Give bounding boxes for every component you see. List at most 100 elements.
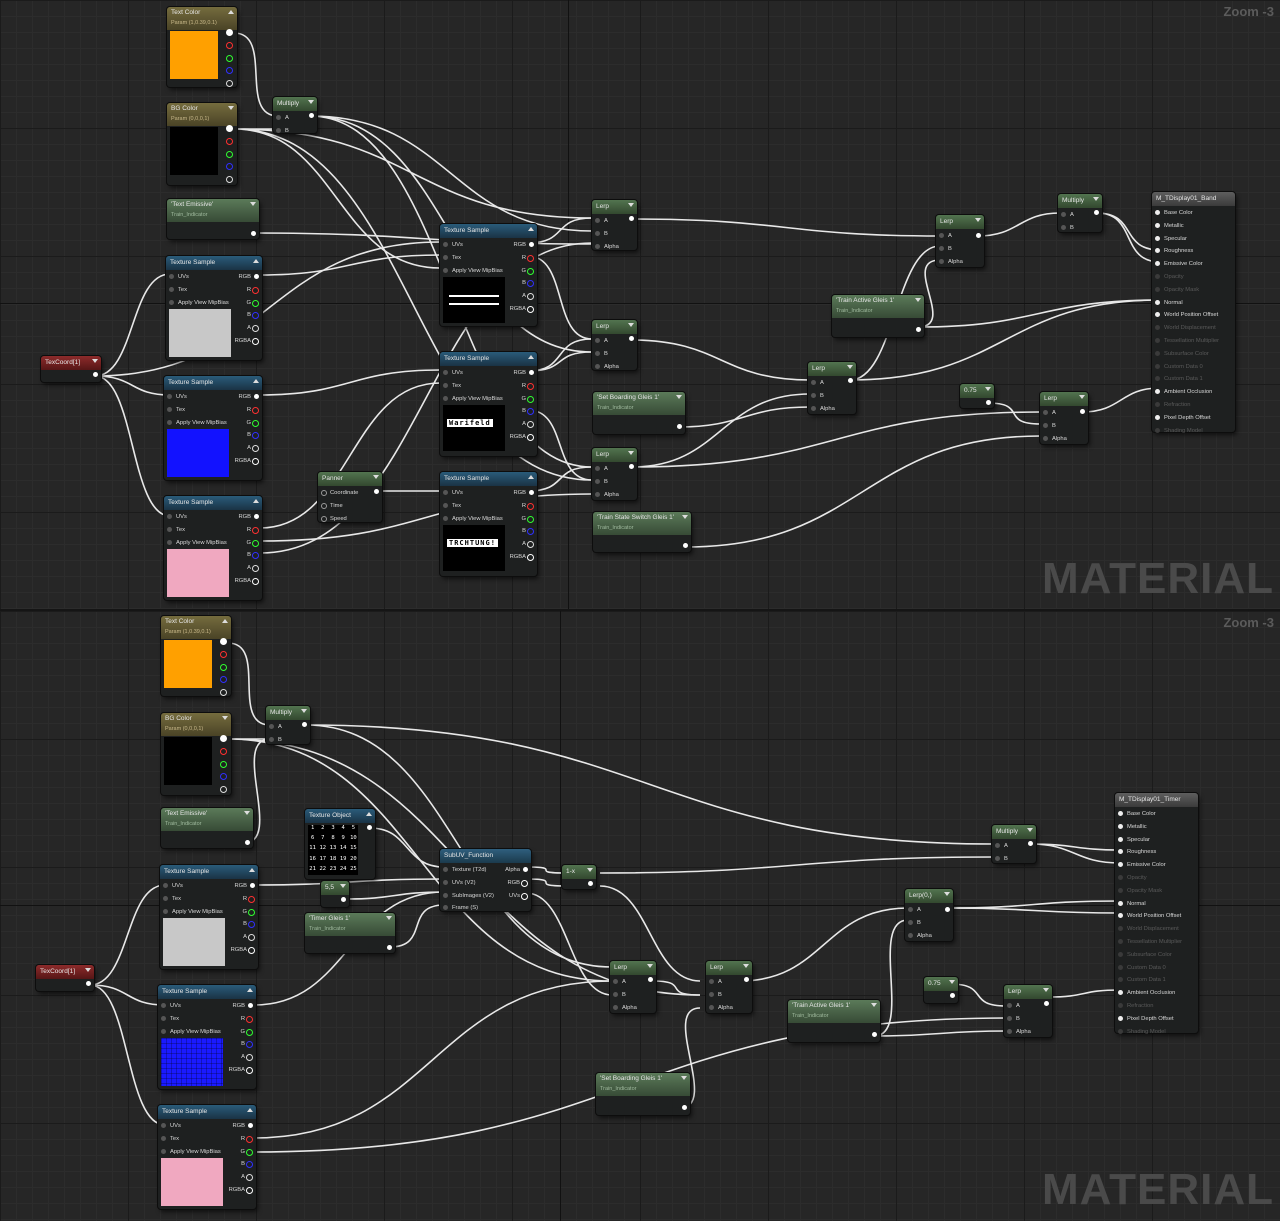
- node-header[interactable]: Lerp: [808, 362, 856, 376]
- output-pin[interactable]: [220, 650, 227, 658]
- input-pin[interactable]: [167, 526, 172, 532]
- output-pin[interactable]: [226, 163, 233, 171]
- node-train-active[interactable]: 'Train Active Gleis 1'Train_Indicator(fl…: [788, 1000, 880, 1042]
- input-pin[interactable]: [1118, 887, 1123, 893]
- output-pin[interactable]: [629, 464, 634, 469]
- output-pin[interactable]: [254, 514, 259, 519]
- node-header[interactable]: Texture Sample: [164, 376, 262, 390]
- input-pin[interactable]: [269, 724, 274, 729]
- input-pin[interactable]: [908, 932, 913, 938]
- input-pin[interactable]: [613, 979, 618, 984]
- node-timer[interactable]: 'Timer Gleis 1'Train_Indicator(float1) C…: [305, 913, 395, 953]
- input-pin[interactable]: [595, 466, 600, 471]
- output-pin[interactable]: [252, 578, 259, 585]
- input-pin[interactable]: [169, 274, 174, 279]
- input-pin[interactable]: [595, 491, 600, 497]
- input-pin[interactable]: [995, 843, 1000, 848]
- input-pin[interactable]: [1155, 312, 1160, 318]
- input-pin[interactable]: [161, 1003, 166, 1008]
- input-pin[interactable]: [1155, 235, 1160, 241]
- output-pin[interactable]: [648, 977, 653, 982]
- output-pin[interactable]: [220, 735, 227, 742]
- input-pin[interactable]: [443, 502, 448, 508]
- input-pin[interactable]: [1155, 222, 1160, 228]
- node-header[interactable]: Lerp: [1040, 392, 1088, 406]
- input-pin[interactable]: [167, 419, 172, 425]
- collapse-arrow-icon[interactable]: [247, 1108, 253, 1112]
- input-pin[interactable]: [1155, 325, 1160, 331]
- node-header[interactable]: TexCoord[1]: [36, 965, 94, 979]
- collapse-arrow-icon[interactable]: [222, 716, 228, 720]
- output-pin[interactable]: [374, 489, 379, 494]
- input-pin[interactable]: [1118, 823, 1123, 829]
- input-pin[interactable]: [595, 218, 600, 223]
- output-pin[interactable]: [248, 921, 255, 929]
- output-pin[interactable]: [248, 908, 255, 916]
- collapse-arrow-icon[interactable]: [228, 10, 234, 14]
- collapse-arrow-icon[interactable]: [944, 892, 950, 896]
- collapse-arrow-icon[interactable]: [92, 359, 98, 363]
- output-pin[interactable]: [252, 312, 259, 320]
- output-pin[interactable]: [527, 554, 534, 561]
- input-pin[interactable]: [1155, 248, 1160, 254]
- input-pin[interactable]: [169, 299, 174, 305]
- input-pin[interactable]: [1118, 875, 1123, 880]
- collapse-arrow-icon[interactable]: [628, 203, 634, 207]
- output-pin[interactable]: [523, 867, 528, 872]
- input-pin[interactable]: [163, 883, 168, 888]
- output-pin[interactable]: [226, 137, 233, 145]
- output-pin[interactable]: [1044, 1001, 1049, 1006]
- collapse-arrow-icon[interactable]: [647, 964, 653, 968]
- output-pin[interactable]: [220, 638, 227, 645]
- input-pin[interactable]: [1118, 913, 1123, 919]
- input-pin[interactable]: [1155, 389, 1160, 395]
- input-pin[interactable]: [169, 286, 174, 292]
- collapse-arrow-icon[interactable]: [373, 475, 379, 479]
- output-pin[interactable]: [220, 663, 227, 671]
- collapse-arrow-icon[interactable]: [340, 884, 346, 888]
- output-pin[interactable]: [251, 231, 256, 236]
- output-pin[interactable]: [945, 907, 950, 912]
- node-header[interactable]: 'Train State Switch Gleis 1'Train_Indica…: [593, 512, 691, 535]
- input-pin[interactable]: [443, 267, 448, 273]
- output-pin[interactable]: [93, 372, 98, 377]
- input-pin[interactable]: [908, 907, 913, 912]
- input-pin[interactable]: [1155, 427, 1160, 433]
- output-pin[interactable]: [950, 993, 955, 998]
- output-pin[interactable]: [220, 773, 227, 781]
- output-pin[interactable]: [246, 1067, 253, 1074]
- node-text-emissive[interactable]: 'Text Emissive'Train_Indicator(float1) C…: [167, 199, 259, 239]
- collapse-arrow-icon[interactable]: [253, 379, 259, 383]
- input-pin[interactable]: [939, 258, 944, 264]
- collapse-arrow-icon[interactable]: [528, 227, 534, 231]
- collapse-arrow-icon[interactable]: [1027, 828, 1033, 832]
- collapse-arrow-icon[interactable]: [386, 916, 392, 920]
- output-pin[interactable]: [629, 216, 634, 221]
- input-pin[interactable]: [1155, 338, 1160, 343]
- input-pin[interactable]: [709, 1004, 714, 1010]
- output-pin[interactable]: [629, 336, 634, 341]
- collapse-arrow-icon[interactable]: [528, 475, 534, 479]
- collapse-arrow-icon[interactable]: [949, 980, 955, 984]
- node-header[interactable]: Texture Sample: [158, 985, 256, 999]
- collapse-arrow-icon[interactable]: [253, 499, 259, 503]
- input-pin[interactable]: [321, 515, 327, 522]
- output-pin[interactable]: [254, 394, 259, 399]
- output-pin[interactable]: [527, 382, 534, 390]
- collapse-arrow-icon[interactable]: [253, 259, 259, 263]
- output-pin[interactable]: [226, 80, 233, 88]
